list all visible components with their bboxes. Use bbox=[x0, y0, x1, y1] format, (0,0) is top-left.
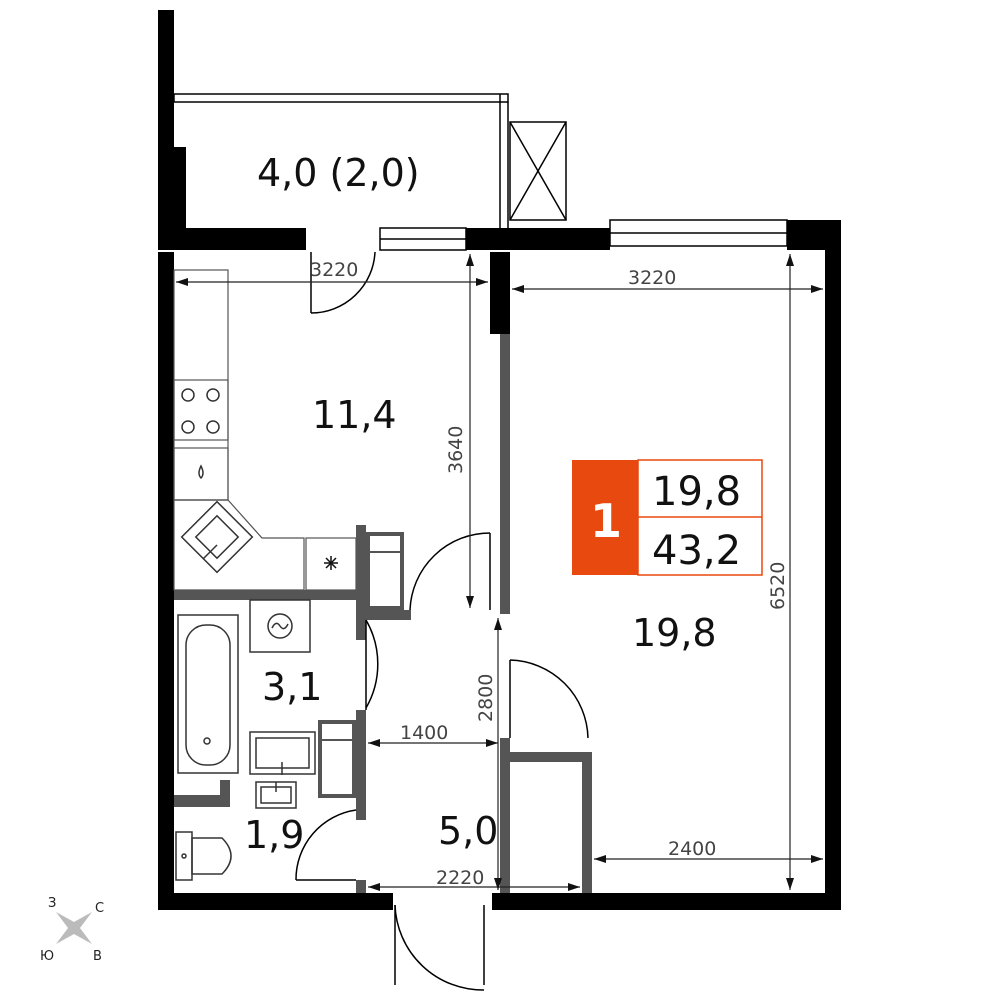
badge-total-area: 43,2 bbox=[652, 528, 741, 574]
stove-icon bbox=[181, 388, 220, 434]
dim-living-lower-width: 2400 bbox=[668, 838, 716, 860]
dishwasher-icon bbox=[198, 464, 204, 480]
radiator-kitchen bbox=[366, 532, 404, 610]
exterior-walls bbox=[158, 10, 841, 910]
balcony-vent bbox=[509, 121, 567, 221]
room-balcony-area: 4,0 (2,0) bbox=[257, 151, 420, 195]
compass-south-west: Ю bbox=[40, 949, 54, 964]
washbasin-icon bbox=[249, 731, 316, 775]
badge-rooms-count: 1 bbox=[590, 494, 622, 548]
sink-icon bbox=[180, 500, 254, 574]
radiator-bathroom bbox=[318, 720, 356, 798]
dimension-lines bbox=[176, 254, 823, 890]
bathtub-icon bbox=[177, 614, 239, 774]
washer-icon bbox=[249, 599, 311, 653]
dim-hall-width: 1400 bbox=[400, 722, 448, 744]
dim-living-depth: 6520 bbox=[767, 562, 789, 610]
dimension-arrows bbox=[176, 254, 823, 891]
room-kitchen-area: 11,4 bbox=[312, 393, 397, 437]
room-bathroom-area: 3,1 bbox=[262, 665, 322, 709]
dim-kitchen-width: 3220 bbox=[310, 259, 358, 281]
compass-north-east: С bbox=[95, 901, 104, 916]
fridge-icon bbox=[305, 537, 357, 591]
room-toilet-area: 1,9 bbox=[244, 813, 304, 857]
compass-icon: З С Ю В bbox=[40, 896, 104, 964]
dim-living-width: 3220 bbox=[628, 267, 676, 289]
compass-south-east: В bbox=[93, 949, 102, 964]
room-hall-area: 5,0 bbox=[438, 809, 498, 853]
balcony-glazing bbox=[173, 93, 509, 228]
kitchen-counter bbox=[173, 269, 305, 591]
dim-kitchen-depth: 3640 bbox=[445, 426, 467, 474]
badge-rooms-box bbox=[572, 460, 638, 575]
compass-north-west: З bbox=[48, 896, 56, 911]
toilet-washbasin-icon bbox=[255, 781, 297, 809]
room-living-area: 19,8 bbox=[632, 611, 717, 655]
dim-hall-length: 2800 bbox=[475, 674, 497, 722]
partitions bbox=[174, 334, 592, 893]
toilet-icon bbox=[175, 831, 232, 881]
room-labels: 4,0 (2,0) 11,4 19,8 3,1 1,9 5,0 bbox=[244, 151, 717, 857]
windows bbox=[379, 219, 788, 251]
area-badge: 1 19,8 43,2 bbox=[572, 459, 763, 576]
badge-living-area: 19,8 bbox=[652, 469, 741, 515]
dimension-labels: 3220 3220 3640 6520 2800 1400 2220 2400 bbox=[310, 259, 789, 889]
dim-entry-width: 2220 bbox=[436, 867, 484, 889]
